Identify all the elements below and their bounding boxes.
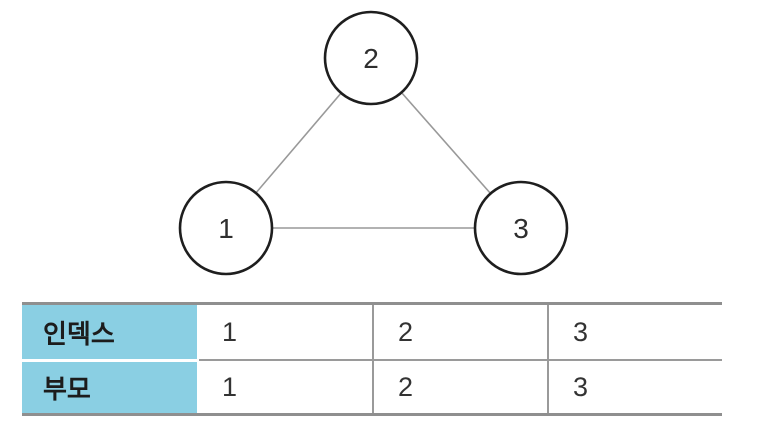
table-cell: 3 bbox=[573, 316, 589, 347]
graph-node-2: 2 bbox=[323, 10, 419, 106]
table-top-border bbox=[22, 302, 722, 305]
table-cell: 3 bbox=[573, 371, 589, 402]
node-circle bbox=[323, 10, 419, 106]
table-bottom-border bbox=[22, 413, 722, 416]
graph-node-3: 3 bbox=[473, 180, 569, 276]
parent-table: 인덱스 부모 1 2 3 1 2 3 bbox=[22, 302, 722, 416]
node-label: 2 bbox=[363, 43, 379, 74]
table-cell: 2 bbox=[398, 316, 414, 347]
node-circle bbox=[473, 180, 569, 276]
graph-node-1: 1 bbox=[178, 180, 274, 276]
node-label: 3 bbox=[513, 213, 529, 244]
row-header-parent: 부모 bbox=[22, 362, 197, 413]
node-circle bbox=[178, 180, 274, 276]
node-label: 1 bbox=[218, 213, 234, 244]
graph-diagram: 2 1 3 bbox=[178, 10, 569, 276]
table-column-divider bbox=[547, 305, 549, 413]
table-cell: 1 bbox=[222, 371, 238, 402]
table-column-divider bbox=[372, 305, 374, 413]
row-header-index: 인덱스 bbox=[22, 305, 197, 359]
table-cell: 2 bbox=[398, 371, 414, 402]
table-row-separator bbox=[199, 359, 722, 361]
table-cell: 1 bbox=[222, 316, 238, 347]
